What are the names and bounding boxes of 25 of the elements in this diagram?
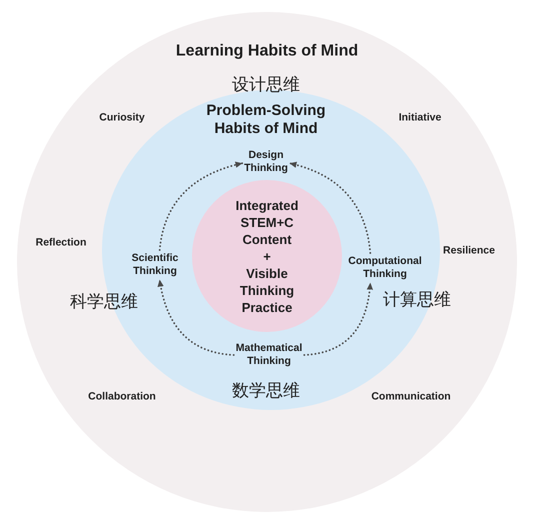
dotted-arrow	[303, 282, 373, 356]
habit-label: Reflection	[36, 236, 86, 250]
annotation-text: 数学思维	[232, 380, 300, 402]
habit-label: Communication	[371, 390, 451, 404]
dotted-arrow	[158, 279, 235, 356]
dotted-arrow	[288, 162, 372, 254]
thinking-label: Mathematical Thinking	[236, 342, 302, 368]
habit-label: Initiative	[398, 112, 442, 124]
center-text: Visible Thinking Practice	[240, 264, 294, 316]
annotation-text: 设计思维	[232, 74, 300, 96]
center-text: Integrated STEM+C Content	[236, 196, 298, 248]
outer-circle	[17, 12, 517, 512]
dotted-arrow	[158, 162, 244, 251]
habit-label: Collaboration	[88, 390, 156, 404]
circle-title: Learning Habits of Mind	[176, 42, 358, 60]
plus-text: +	[263, 248, 271, 264]
center-circle	[192, 180, 342, 332]
circle-title: Problem-Solving Habits of Mind	[205, 102, 327, 138]
thinking-label: Design Thinking	[244, 149, 288, 175]
annotation-text: 科学思维	[70, 292, 138, 312]
habit-label: Resilience	[443, 244, 495, 258]
annotation-text: 计算思维	[383, 290, 451, 310]
thinking-label: Scientific Thinking	[132, 252, 178, 278]
habit-label: Curiosity	[99, 112, 145, 124]
thinking-label: Computational Thinking	[348, 255, 422, 281]
